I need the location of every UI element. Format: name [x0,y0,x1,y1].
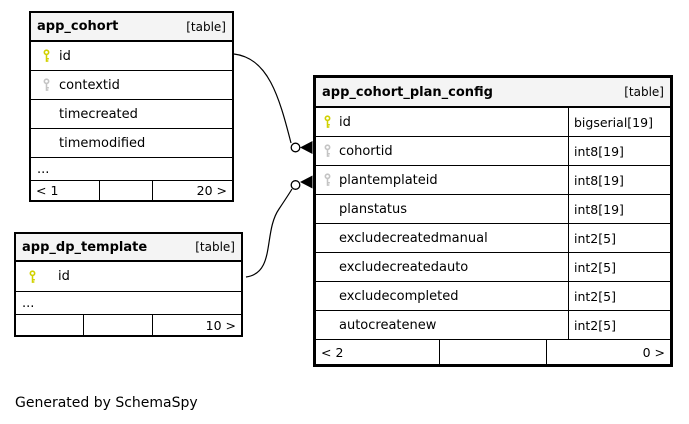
column-row-contextid: contextid [31,71,232,100]
foreign-key-icon [43,78,50,91]
table-footer: < 1 20 > [31,181,232,200]
foreign-key-icon-slot [323,173,339,187]
column-row-planstatus: planstatus int8[19] [316,195,670,224]
primary-key-icon [43,49,50,62]
column-type-cell: int8[19] [568,137,670,165]
zero-cardinality-circle-icon [290,180,301,190]
relationship-plantemplateid-fk [245,175,313,278]
column-type-cell: int2[5] [568,282,670,310]
zero-cardinality-circle-icon [290,142,301,153]
more-columns-ellipsis: ... [31,158,232,181]
table-header[interactable]: app_cohort_plan_config [table] [316,78,670,108]
column-row-id: id [16,262,241,292]
parent-count [16,315,84,335]
column-type-cell: bigserial[19] [568,108,670,136]
column-type: int8[19] [574,172,624,188]
foreign-key-icon [324,173,331,186]
column-row-timecreated: timecreated [31,100,232,129]
table-footer: 10 > [16,315,241,335]
footer-spacer [84,315,153,335]
parent-count: < 1 [31,181,100,200]
entity-table-app_cohort_plan_config[interactable]: app_cohort_plan_config [table] id bigserial… [313,75,673,367]
relationship-cohortid-fk [233,53,313,154]
column-type: int8[19] [574,143,624,159]
column-name: id [58,269,70,284]
column-type: int2[5] [574,230,616,246]
primary-key-icon-slot [323,115,339,129]
footer-spacer [440,340,547,364]
column-name: cohortid [339,143,393,159]
column-row-excludecreatedauto: excludecreatedauto int2[5] [316,253,670,282]
column-name: plantemplateid [339,172,438,188]
column-type: int2[5] [574,317,616,333]
column-type: int2[5] [574,288,616,304]
column-name: excludecompleted [339,288,459,304]
entity-table-app_dp_template[interactable]: app_dp_template [table] id... 10 > [14,232,243,337]
column-row-cohortid: cohortid int8[19] [316,137,670,166]
column-row-autocreatenew: autocreatenew int2[5] [316,311,670,340]
entity-table-app_cohort[interactable]: app_cohort [table] id contextid timecreated t… [29,11,234,202]
primary-key-icon-slot [42,49,59,63]
crow-arrow-icon [300,141,313,154]
foreign-key-icon-slot [42,78,59,92]
column-name: id [339,114,351,130]
table-name: app_cohort [37,19,119,34]
table-name: app_dp_template [22,239,148,255]
table-footer: < 2 0 > [316,340,670,364]
generated-by-note: Generated by SchemaSpy [15,395,198,411]
column-type-cell: int2[5] [568,253,670,281]
table-name: app_cohort_plan_config [322,84,493,100]
relationship-curve [233,53,292,144]
more-columns-ellipsis: ... [16,292,241,315]
column-type: int2[5] [574,259,616,275]
column-name: timemodified [59,135,146,151]
column-name: contextid [59,77,120,93]
column-name: timecreated [59,106,138,122]
child-count: 0 > [642,344,665,360]
column-name: autocreatenew [339,317,437,333]
column-type-cell: int8[19] [568,195,670,223]
primary-key-icon [29,269,36,283]
column-type: bigserial[19] [574,114,653,130]
column-row-excludecompleted: excludecompleted int2[5] [316,282,670,311]
foreign-key-icon-slot [323,144,339,158]
child-count: 10 > [205,317,236,333]
column-row-id: id [31,42,232,71]
table-type-tag: [table] [624,85,664,99]
relationship-curve [245,188,293,278]
foreign-key-icon [324,144,331,157]
table-type-tag: [table] [186,19,226,34]
column-type: int8[19] [574,201,624,217]
column-row-excludecreatedmanual: excludecreatedmanual int2[5] [316,224,670,253]
column-row-plantemplateid: plantemplateid int8[19] [316,166,670,195]
footer-spacer [100,181,153,200]
primary-key-icon-slot [28,269,58,284]
parent-count: < 2 [316,340,440,364]
table-header[interactable]: app_cohort [table] [31,13,232,42]
column-row-id: id bigserial[19] [316,108,670,137]
primary-key-icon [324,115,331,128]
column-row-timemodified: timemodified [31,129,232,158]
table-type-tag: [table] [195,240,235,254]
column-name: excludecreatedmanual [339,230,488,246]
crow-arrow-icon [300,175,313,189]
table-header[interactable]: app_dp_template [table] [16,234,241,262]
column-name: excludecreatedauto [339,259,469,275]
column-type-cell: int2[5] [568,224,670,252]
column-name: planstatus [339,201,408,217]
column-type-cell: int8[19] [568,166,670,194]
child-count: 20 > [196,183,227,198]
column-type-cell: int2[5] [568,311,670,339]
column-name: id [59,48,71,64]
